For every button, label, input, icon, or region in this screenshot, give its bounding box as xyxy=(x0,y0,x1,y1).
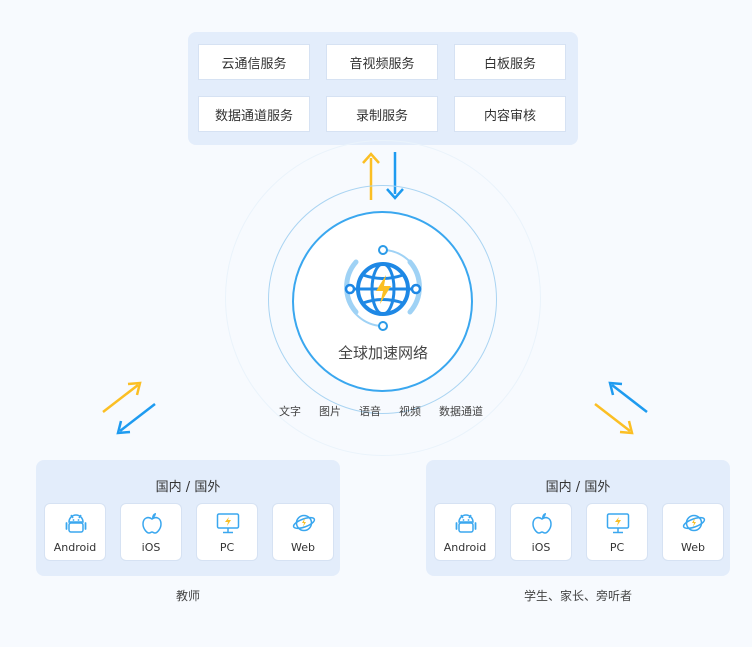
platform-pc: PC xyxy=(196,503,258,561)
client-region: 国内 / 国外 xyxy=(155,480,221,495)
arrow-up-right-icon xyxy=(102,381,142,413)
network-label: 全球加速网络 xyxy=(337,344,428,362)
service-recording: 录制服务 xyxy=(326,96,438,132)
role-teacher: 教师 xyxy=(175,589,200,603)
monitor-icon xyxy=(216,513,240,534)
arrow-down-right-icon xyxy=(594,403,634,435)
arrow-down-left-icon xyxy=(116,403,156,435)
platform-android: Android xyxy=(44,503,106,561)
platform-android: Android xyxy=(434,503,496,561)
outer-ring xyxy=(268,185,497,414)
services-panel: 云通信服务 音视频服务 白板服务 数据通道服务 录制服务 内容审核 xyxy=(188,32,578,145)
planet-icon xyxy=(682,514,706,532)
service-im: 云通信服务 xyxy=(198,44,310,80)
platform-label: PC xyxy=(219,541,235,554)
right-arrows xyxy=(594,381,648,435)
service-whiteboard: 白板服务 xyxy=(454,44,566,80)
platform-ios: iOS xyxy=(510,503,572,561)
planet-icon xyxy=(292,514,316,532)
data-type-data-channel: 数据通道 xyxy=(439,405,483,418)
android-icon xyxy=(455,514,477,533)
service-moderation: 内容审核 xyxy=(454,96,566,132)
left-arrows xyxy=(102,381,156,435)
apple-icon xyxy=(532,513,552,534)
apple-icon xyxy=(142,513,162,534)
platform-label: Android xyxy=(443,541,487,554)
platform-pc: PC xyxy=(586,503,648,561)
android-icon xyxy=(65,514,87,533)
platform-label: iOS xyxy=(141,541,161,554)
monitor-icon xyxy=(606,513,630,534)
data-type-image: 图片 xyxy=(319,405,341,418)
client-panel-students: 国内 / 国外 Android iOS PC xyxy=(426,460,730,576)
data-type-voice: 语音 xyxy=(359,405,381,418)
data-type-text: 文字 xyxy=(279,405,301,418)
arrow-up-left-icon xyxy=(608,381,648,413)
platform-label: PC xyxy=(609,541,625,554)
service-av: 音视频服务 xyxy=(326,44,438,80)
globe-icon xyxy=(344,245,422,331)
data-type-video: 视频 xyxy=(399,405,421,418)
network-circle xyxy=(292,211,473,392)
service-data-channel: 数据通道服务 xyxy=(198,96,310,132)
platform-ios: iOS xyxy=(120,503,182,561)
outer-glow-ring xyxy=(225,140,541,456)
platform-label: Android xyxy=(53,541,97,554)
platform-label: Web xyxy=(681,541,705,554)
client-region: 国内 / 国外 xyxy=(545,480,611,495)
client-panel-teacher: 国内 / 国外 Android iOS PC xyxy=(36,460,340,576)
platform-web: Web xyxy=(662,503,724,561)
platform-label: iOS xyxy=(531,541,551,554)
platform-label: Web xyxy=(291,541,315,554)
platform-web: Web xyxy=(272,503,334,561)
role-students: 学生、家长、旁听者 xyxy=(523,589,632,603)
